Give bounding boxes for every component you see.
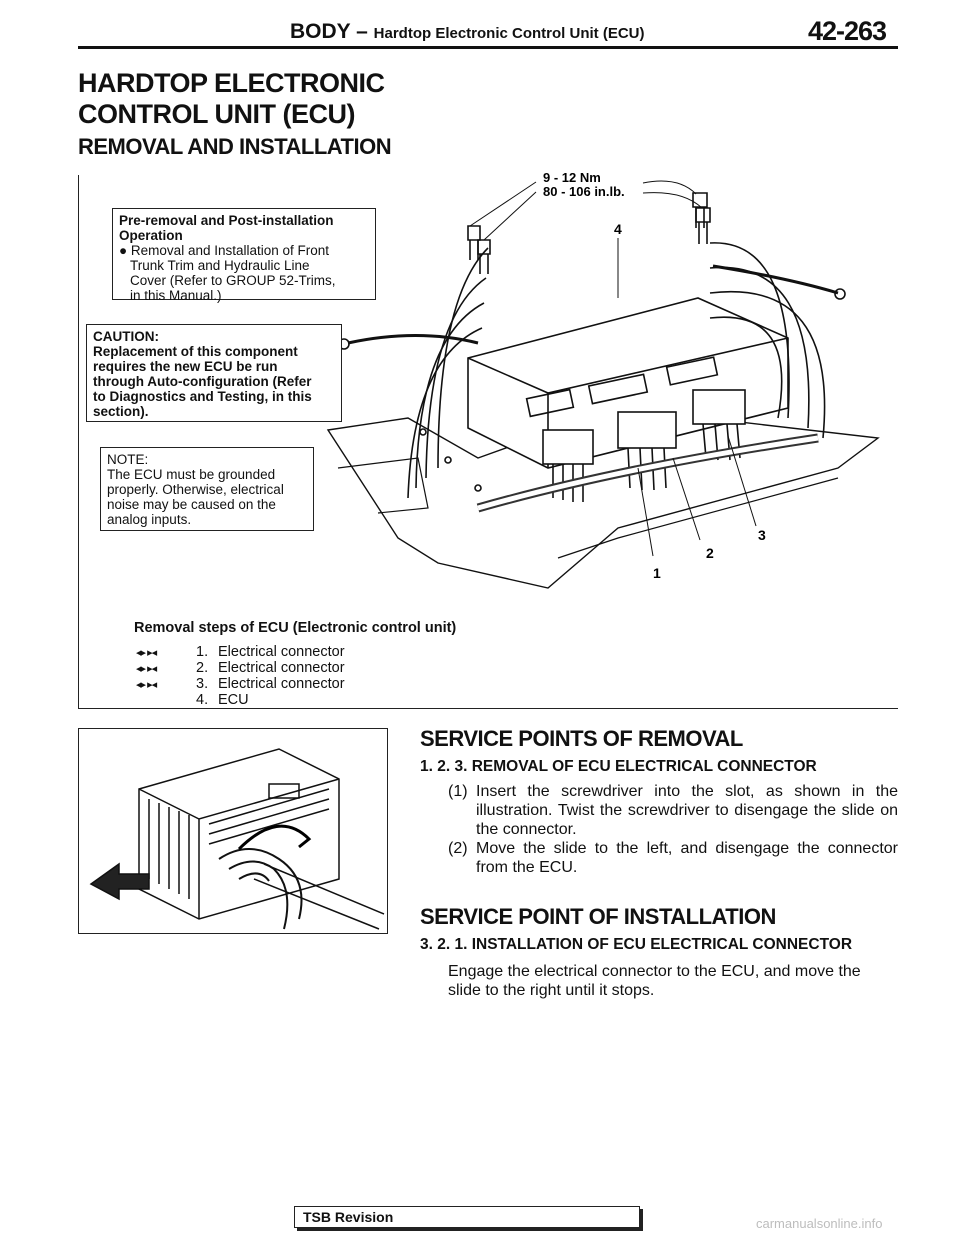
service-installation-heading: SERVICE POINT OF INSTALLATION (420, 904, 776, 929)
callout-3: 3 (758, 527, 766, 543)
header-section: BODY (290, 20, 351, 43)
figure-frame (78, 175, 898, 709)
pre-removal-bullet-line: ● Removal and Installation of Front (119, 243, 369, 258)
bullet-icon: ● (119, 243, 128, 258)
note-label: NOTE: (107, 452, 149, 467)
note-line4: analog inputs. (107, 512, 192, 527)
note-line3: noise may be caused on the (107, 497, 276, 512)
ecu-diagram: 9 - 12 Nm 80 - 106 in.lb. 4 3 2 1 (326, 170, 880, 589)
service-removal-steps: (1)Insert the screwdriver into the slot,… (448, 782, 898, 877)
header-dash: – (350, 20, 374, 43)
note-box: NOTE: The ECU must be grounded properly.… (100, 447, 314, 531)
pre-removal-box: Pre-removal and Post-installation Operat… (112, 208, 376, 303)
service-point-icon: ◂▸ ▸◂ (136, 679, 157, 691)
pre-removal-line3: Cover (Refer to GROUP 52-Trims, (130, 273, 336, 288)
caution-box: CAUTION: Replacement of this component r… (86, 324, 342, 422)
pre-removal-line1: Removal and Installation of Front (130, 243, 330, 258)
pre-removal-heading1: Pre-removal and Post-installation (119, 213, 334, 228)
torque-inlb-label: 80 - 106 in.lb. (543, 184, 625, 199)
service-removal-step: (2)Move the slide to the left, and disen… (448, 840, 898, 876)
callout-4: 4 (614, 221, 622, 237)
connector-illustration-frame (78, 728, 388, 934)
callout-2: 2 (706, 545, 714, 561)
connector-illustration (89, 748, 385, 930)
header-rule (78, 46, 898, 49)
service-point-icon: ◂▸ ▸◂ (136, 647, 157, 659)
page-number: 42-263 (808, 16, 887, 46)
callout-1: 1 (653, 565, 661, 581)
page-title-line2: CONTROL UNIT (ECU) (78, 99, 355, 129)
caution-label: CAUTION: (93, 329, 159, 344)
service-removal-step: (1)Insert the screwdriver into the slot,… (448, 783, 898, 838)
caution-line4: to Diagnostics and Testing, in this (93, 389, 312, 404)
service-installation-text: Engage the electrical connector to the E… (448, 963, 861, 999)
pre-removal-line2: Trunk Trim and Hydraulic Line (130, 258, 310, 273)
caution-line1: Replacement of this component (93, 344, 298, 359)
page-title: HARDTOP ELECTRONIC CONTROL UNIT (ECU) (78, 68, 385, 130)
tsb-revision-box: TSB Revision (294, 1206, 640, 1228)
caution-line3: through Auto-configuration (Refer (93, 374, 312, 389)
service-removal-subheading: 1. 2. 3. REMOVAL OF ECU ELECTRICAL CONNE… (420, 758, 817, 775)
removal-step: ◂▸ ▸◂2.Electrical connector (136, 660, 345, 676)
header-subsection: Hardtop Electronic Control Unit (ECU) (373, 25, 645, 42)
watermark: carmanualsonline.info (756, 1216, 883, 1231)
removal-step: 4.ECU (196, 692, 249, 708)
removal-steps-heading: Removal steps of ECU (Electronic control… (134, 620, 457, 636)
service-point-icon: ◂▸ ▸◂ (136, 663, 157, 675)
removal-step: ◂▸ ▸◂1.Electrical connector (136, 644, 345, 660)
pre-removal-heading2: Operation (119, 228, 183, 243)
pre-removal-line4: in this Manual.) (130, 288, 222, 303)
note-line1: The ECU must be grounded (107, 467, 276, 482)
removal-step: ◂▸ ▸◂3.Electrical connector (136, 676, 345, 692)
header-section-title: BODY – Hardtop Electronic Control Unit (… (290, 20, 644, 44)
caution-line5: section). (93, 404, 149, 419)
caution-line2: requires the new ECU be run (93, 359, 278, 374)
page-subtitle: REMOVAL AND INSTALLATION (78, 134, 392, 159)
service-installation-subheading: 3. 2. 1. INSTALLATION OF ECU ELECTRICAL … (420, 936, 853, 953)
page-title-line1: HARDTOP ELECTRONIC (78, 68, 385, 98)
torque-nm-label: 9 - 12 Nm (543, 170, 601, 185)
note-line2: properly. Otherwise, electrical (107, 482, 284, 497)
service-removal-heading: SERVICE POINTS OF REMOVAL (420, 726, 743, 751)
